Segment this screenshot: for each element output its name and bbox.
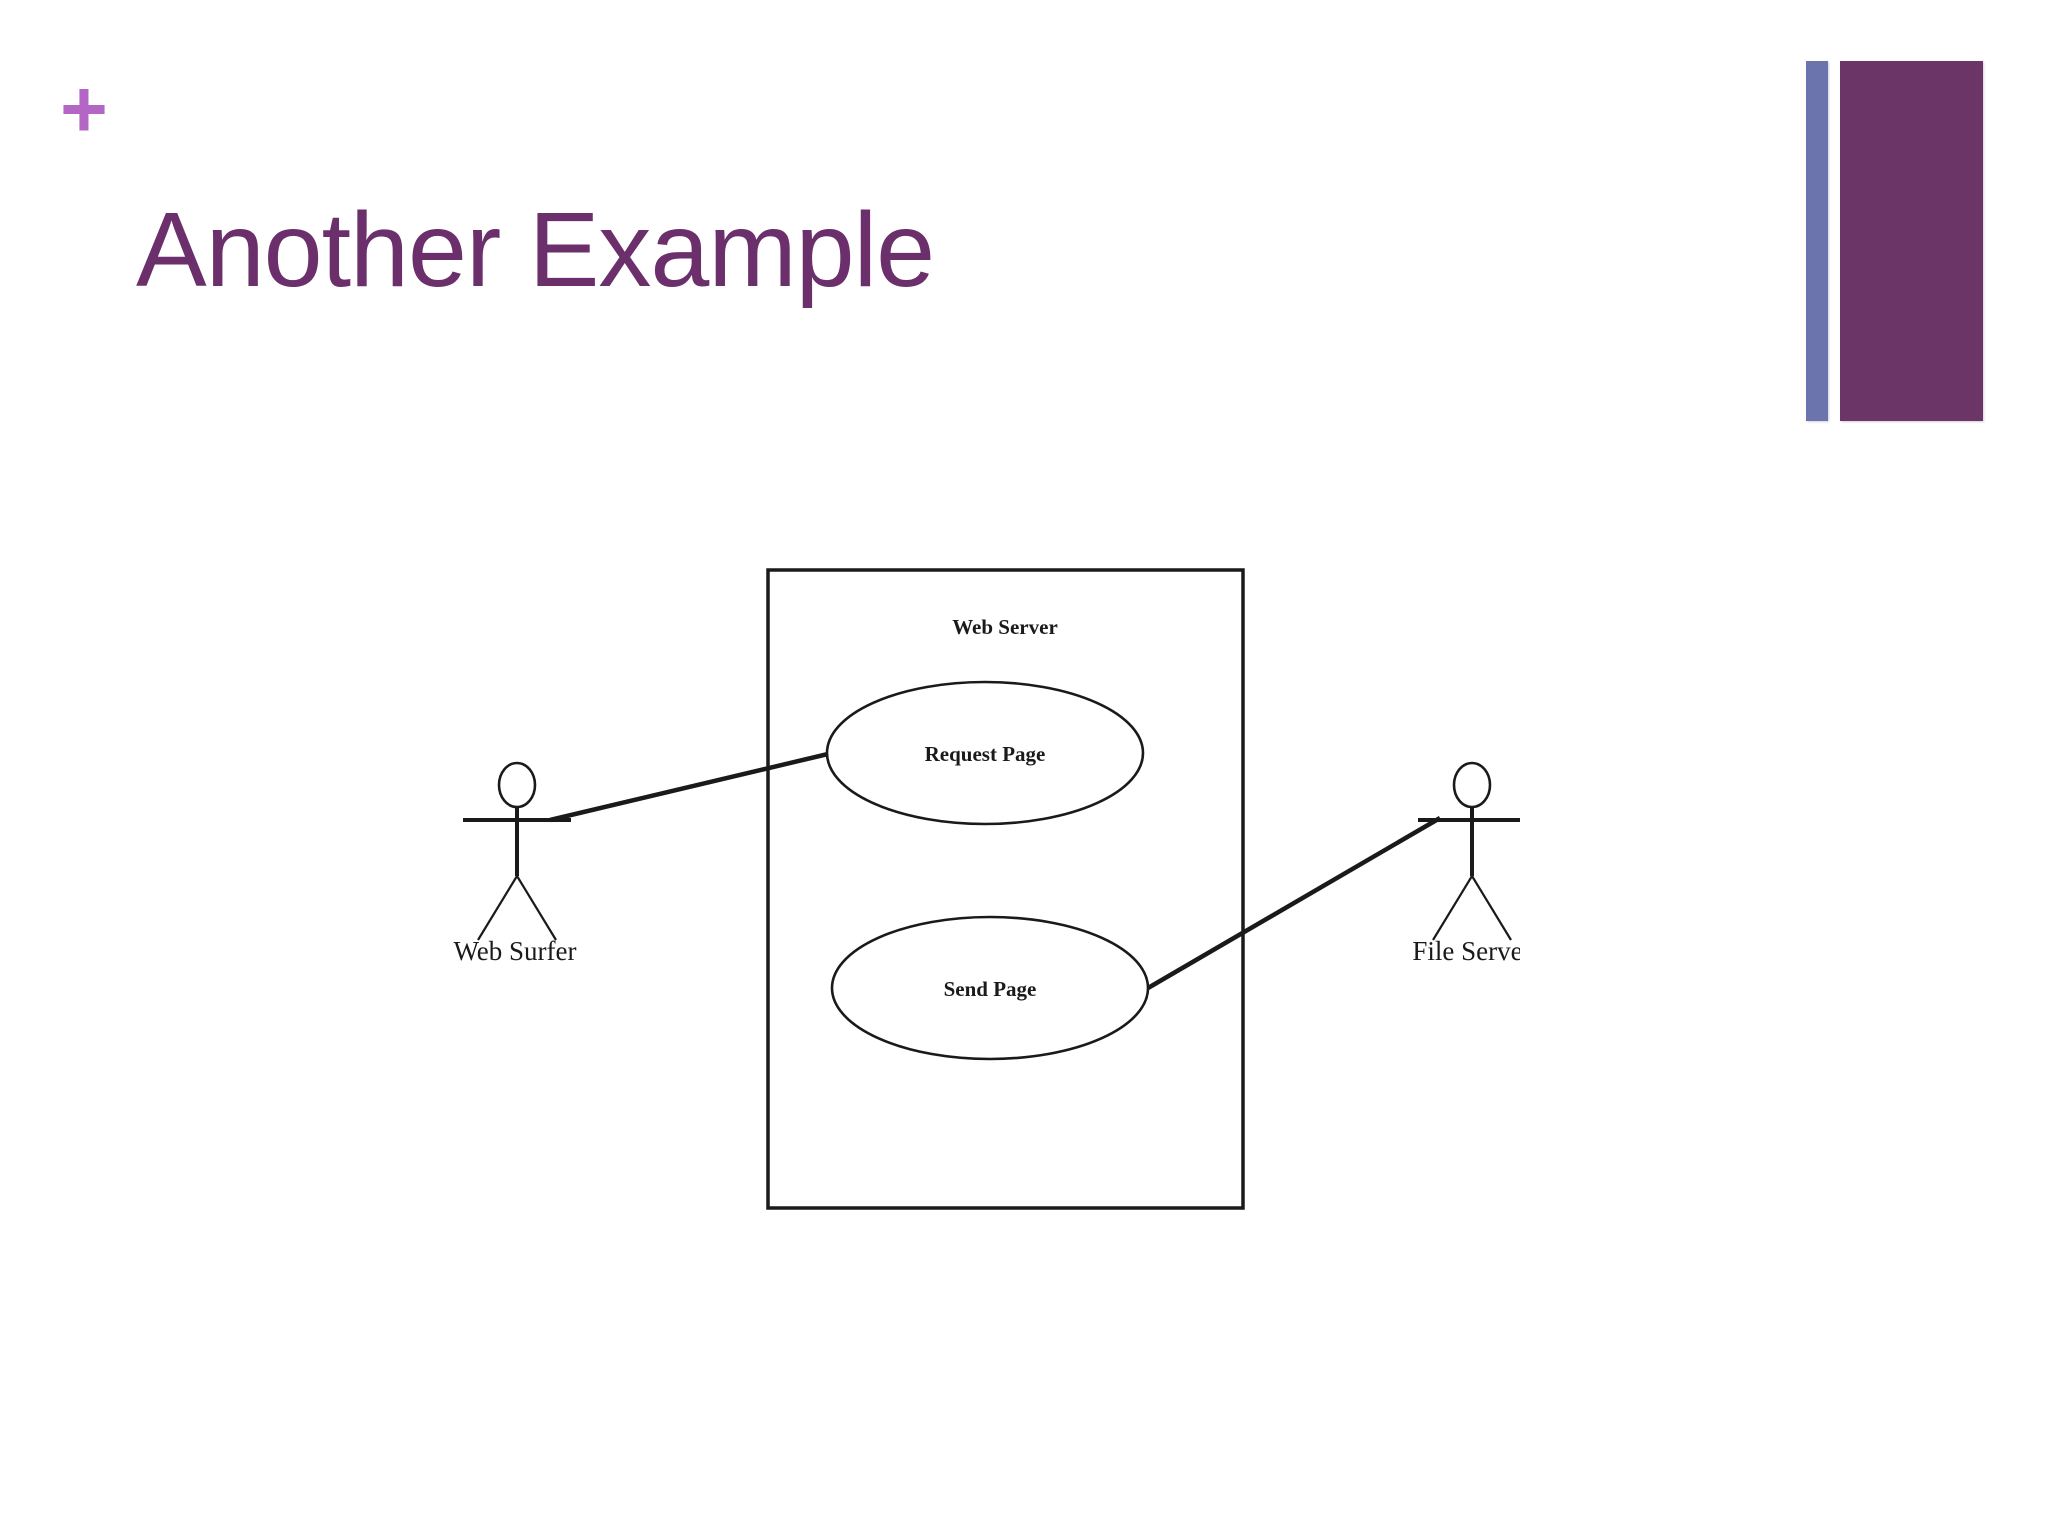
use-case-label-send-page: Send Page xyxy=(944,977,1037,1001)
page-title: Another Example xyxy=(136,191,935,310)
decorative-blue-bar xyxy=(1806,61,1828,421)
actor-leg-right-web-surfer xyxy=(516,875,557,941)
system-boundary-label: Web Server xyxy=(952,615,1058,639)
system-boundary-rect xyxy=(766,568,1245,1210)
actor-leg-right-file-server xyxy=(1471,875,1512,941)
use-case-ellipse-send-page xyxy=(830,915,1150,1061)
decorative-purple-bar xyxy=(1840,61,1983,421)
actor-leg-left-web-surfer xyxy=(477,875,518,941)
actor-head-web-surfer xyxy=(497,761,537,809)
actor-label-web-surfer: Web Surfer xyxy=(453,936,576,966)
use-case-ellipse-request-page xyxy=(825,680,1145,826)
plus-icon: + xyxy=(60,64,108,155)
actor-head-file-server xyxy=(1452,761,1492,809)
actor-web-surfer: Web Surfer xyxy=(453,761,577,966)
association-line-web-surfer xyxy=(549,751,829,823)
actor-leg-left-file-server xyxy=(1432,875,1473,941)
uml-use-case-diagram: Web Server Request Page Send Page Web Su… xyxy=(400,540,1520,1260)
use-case-label-request-page: Request Page xyxy=(925,742,1046,766)
actor-label-file-server: File Server xyxy=(1412,936,1520,966)
actor-file-server: File Server xyxy=(1412,761,1520,966)
association-line-file-server xyxy=(1146,816,1442,990)
